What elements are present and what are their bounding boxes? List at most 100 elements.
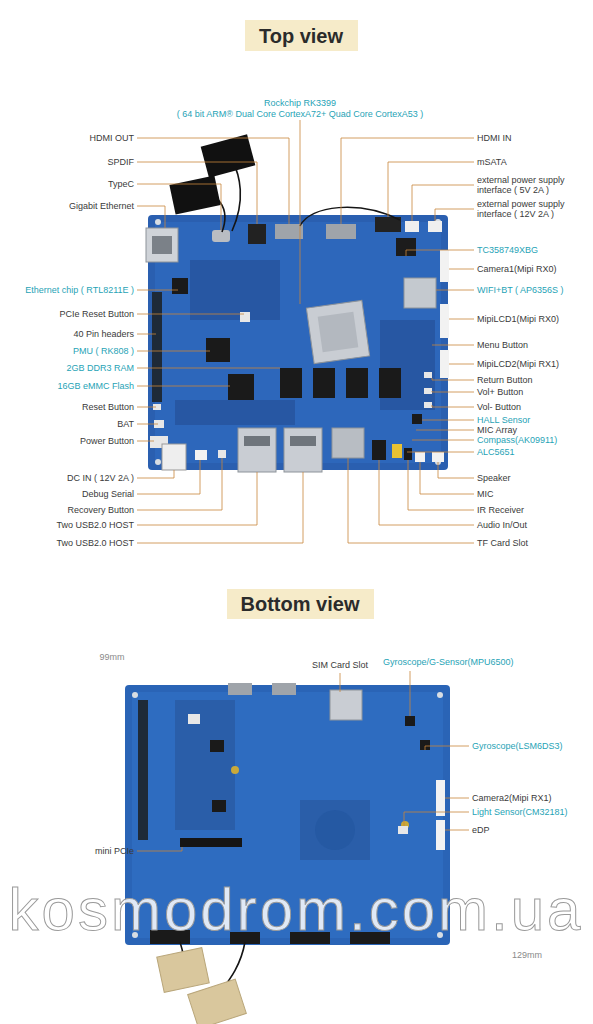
leader-line-part [348,458,474,543]
top-components-part [440,304,449,338]
antenna-part [188,979,247,1024]
leader-line-part [137,368,280,369]
top-components-part [424,388,432,394]
part-label: 16GB eMMC Flash [57,381,134,391]
bottom-components-part [138,700,148,840]
leader-line-part [137,458,222,510]
top-components-part [248,224,266,244]
top-components-part [238,428,276,472]
leader-line-part [449,364,474,365]
bottom-board-part [132,692,138,698]
part-label: ALC5651 [477,447,515,457]
leader-line-part [137,470,174,478]
leader-line-part [137,314,244,315]
part-label: external power supply interface ( 12V 2A… [477,199,589,219]
leader-line-part [137,441,154,442]
leader-line-part [137,472,257,525]
part-label: TF Card Slot [477,538,528,548]
view-heading-box: Bottom view [227,589,374,619]
part-label: Debug Serial [82,489,134,499]
part-label: Gyroscope/G-Sensor(MPU6500) [383,657,514,667]
top-components-part [372,440,386,460]
part-label: Speaker [477,473,511,483]
top-components-part [428,221,442,232]
leader-line-part [407,452,474,453]
top-components-part [195,450,207,460]
top-components-part [290,436,316,446]
top-components-part [346,368,368,398]
leader-line-part [432,345,474,346]
part-label: Recovery Button [67,505,134,515]
part-label: external power supply interface ( 5V 2A … [477,175,589,195]
top-components-part [424,372,432,378]
top-components-part [306,300,369,363]
top-components-part [440,350,449,378]
part-label: Camera1(Mipi RX0) [477,264,557,274]
leader-line-part [137,407,156,408]
part-label: Gigabit Ethernet [69,201,134,211]
top-components-part [379,368,401,398]
leader-line-part [137,184,221,230]
top-components [146,217,449,472]
top-components-part [152,292,162,402]
leader-line-part [137,162,257,224]
bottom-components-part [212,800,226,812]
leader-line-part [137,460,200,494]
leader-line-part [435,209,474,221]
part-label: DC IN ( 12V 2A ) [67,473,134,483]
bottom-components-part [272,683,296,695]
top-board-part [155,219,161,225]
bottom-components-part [436,780,445,816]
watermark: kosmodrom.com.ua [9,880,584,940]
leader-line-part [445,798,469,799]
top-components-part [326,224,356,239]
part-label: MIC Array [477,425,517,435]
leader-line-part [137,424,158,425]
leader-line-part [412,440,474,441]
dimension-label: 99mm [99,652,124,662]
top-components-part [212,230,230,242]
bottom-components-part [436,820,445,850]
leader-line-part [425,746,469,750]
leader-line-part [137,290,178,291]
top-components-part [424,402,432,408]
view-heading-box: Top view [245,20,358,51]
part-label: MIC [477,489,494,499]
leader-line-part [137,847,182,851]
part-label: ( 64 bit ARM® Dual Core CortexA72+ Quad … [177,109,424,119]
antenna [169,134,400,232]
top-components-part [318,312,359,353]
bottom-components-part [228,683,252,695]
part-label: PMU ( RK808 ) [73,346,134,356]
leader-line-part [436,290,474,291]
top-components-part [280,368,302,398]
part-label: Return Button [477,375,533,385]
leader-line-part [445,830,469,831]
bottom-components-part [180,838,242,847]
dimension-label: 129mm [512,950,542,960]
top-components-part [392,444,402,458]
top-components-part [228,374,254,400]
part-label: Compass(AK09911) [477,435,557,445]
top-board-part [155,459,161,465]
part-label: Power Button [80,436,134,446]
part-label: Menu Button [477,340,528,350]
top-components-part [152,236,172,254]
antenna-part [201,134,256,177]
top-components-part [415,452,425,462]
leader-line-part [137,206,165,228]
part-label: 40 Pin headers [73,329,134,339]
part-label: Vol+ Button [477,387,523,397]
top-components-part [244,436,270,446]
bottom-components-part [210,740,224,752]
part-label: TC358749XBG [477,245,538,255]
top-components-part [275,224,303,239]
part-label: BAT [117,419,134,429]
leader-line-part [432,405,474,407]
part-label: Light Sensor(CM32181) [472,807,568,817]
top-components-part [405,221,419,232]
part-label: HDMI IN [477,133,512,143]
part-label: Two USB2.0 HOST [56,538,134,548]
leader-line-part [416,430,474,431]
top-components-part [240,312,250,322]
